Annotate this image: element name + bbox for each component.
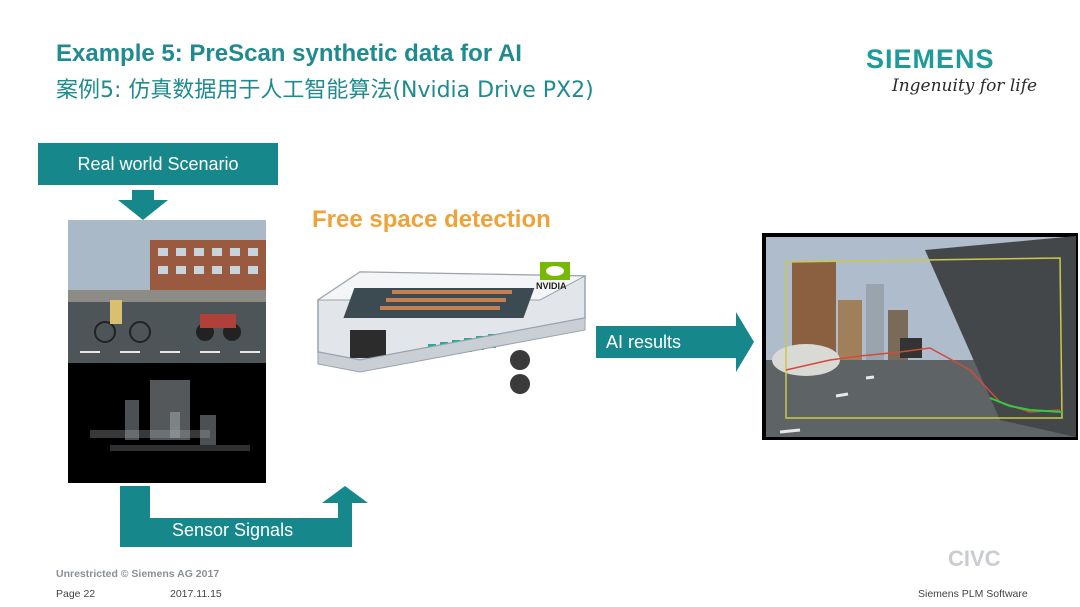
slide-subtitle: 案例5: 仿真数据用于人工智能算法(Nvidia Drive PX2): [56, 78, 594, 103]
slide-title: Example 5: PreScan synthetic data for AI: [56, 40, 522, 67]
street-scene-image: [68, 220, 266, 363]
lidar-point-cloud-image: [68, 363, 266, 483]
watermark: CIVC: [948, 546, 1001, 571]
real-world-scenario-box: Real world Scenario: [38, 143, 278, 185]
sensor-signals-arrow-icon: [120, 486, 368, 547]
footer-page-number: Page 22: [56, 588, 96, 600]
footer-classification: Unrestricted © Siemens AG 2017: [56, 568, 220, 580]
down-arrow-icon: [118, 190, 168, 220]
brand-tagline: Ingenuity for life: [892, 76, 1038, 96]
nvidia-drive-px2-device: [316, 271, 587, 394]
sensor-signals-label: Sensor Signals: [172, 520, 294, 540]
siemens-logo: SIEMENS: [866, 44, 995, 74]
real-world-scenario-label: Real world Scenario: [77, 153, 239, 174]
nvidia-badge-text: NVIDIA: [536, 281, 567, 291]
footer-date: 2017.11.15: [170, 588, 222, 600]
footer-company: Siemens PLM Software: [918, 588, 1028, 600]
ai-results-image: [762, 233, 1078, 440]
ai-results-arrow-icon: [596, 312, 754, 372]
free-space-detection-heading: Free space detection: [312, 206, 551, 233]
nvidia-logo-icon: [540, 262, 570, 280]
ai-results-label: AI results: [606, 332, 682, 352]
